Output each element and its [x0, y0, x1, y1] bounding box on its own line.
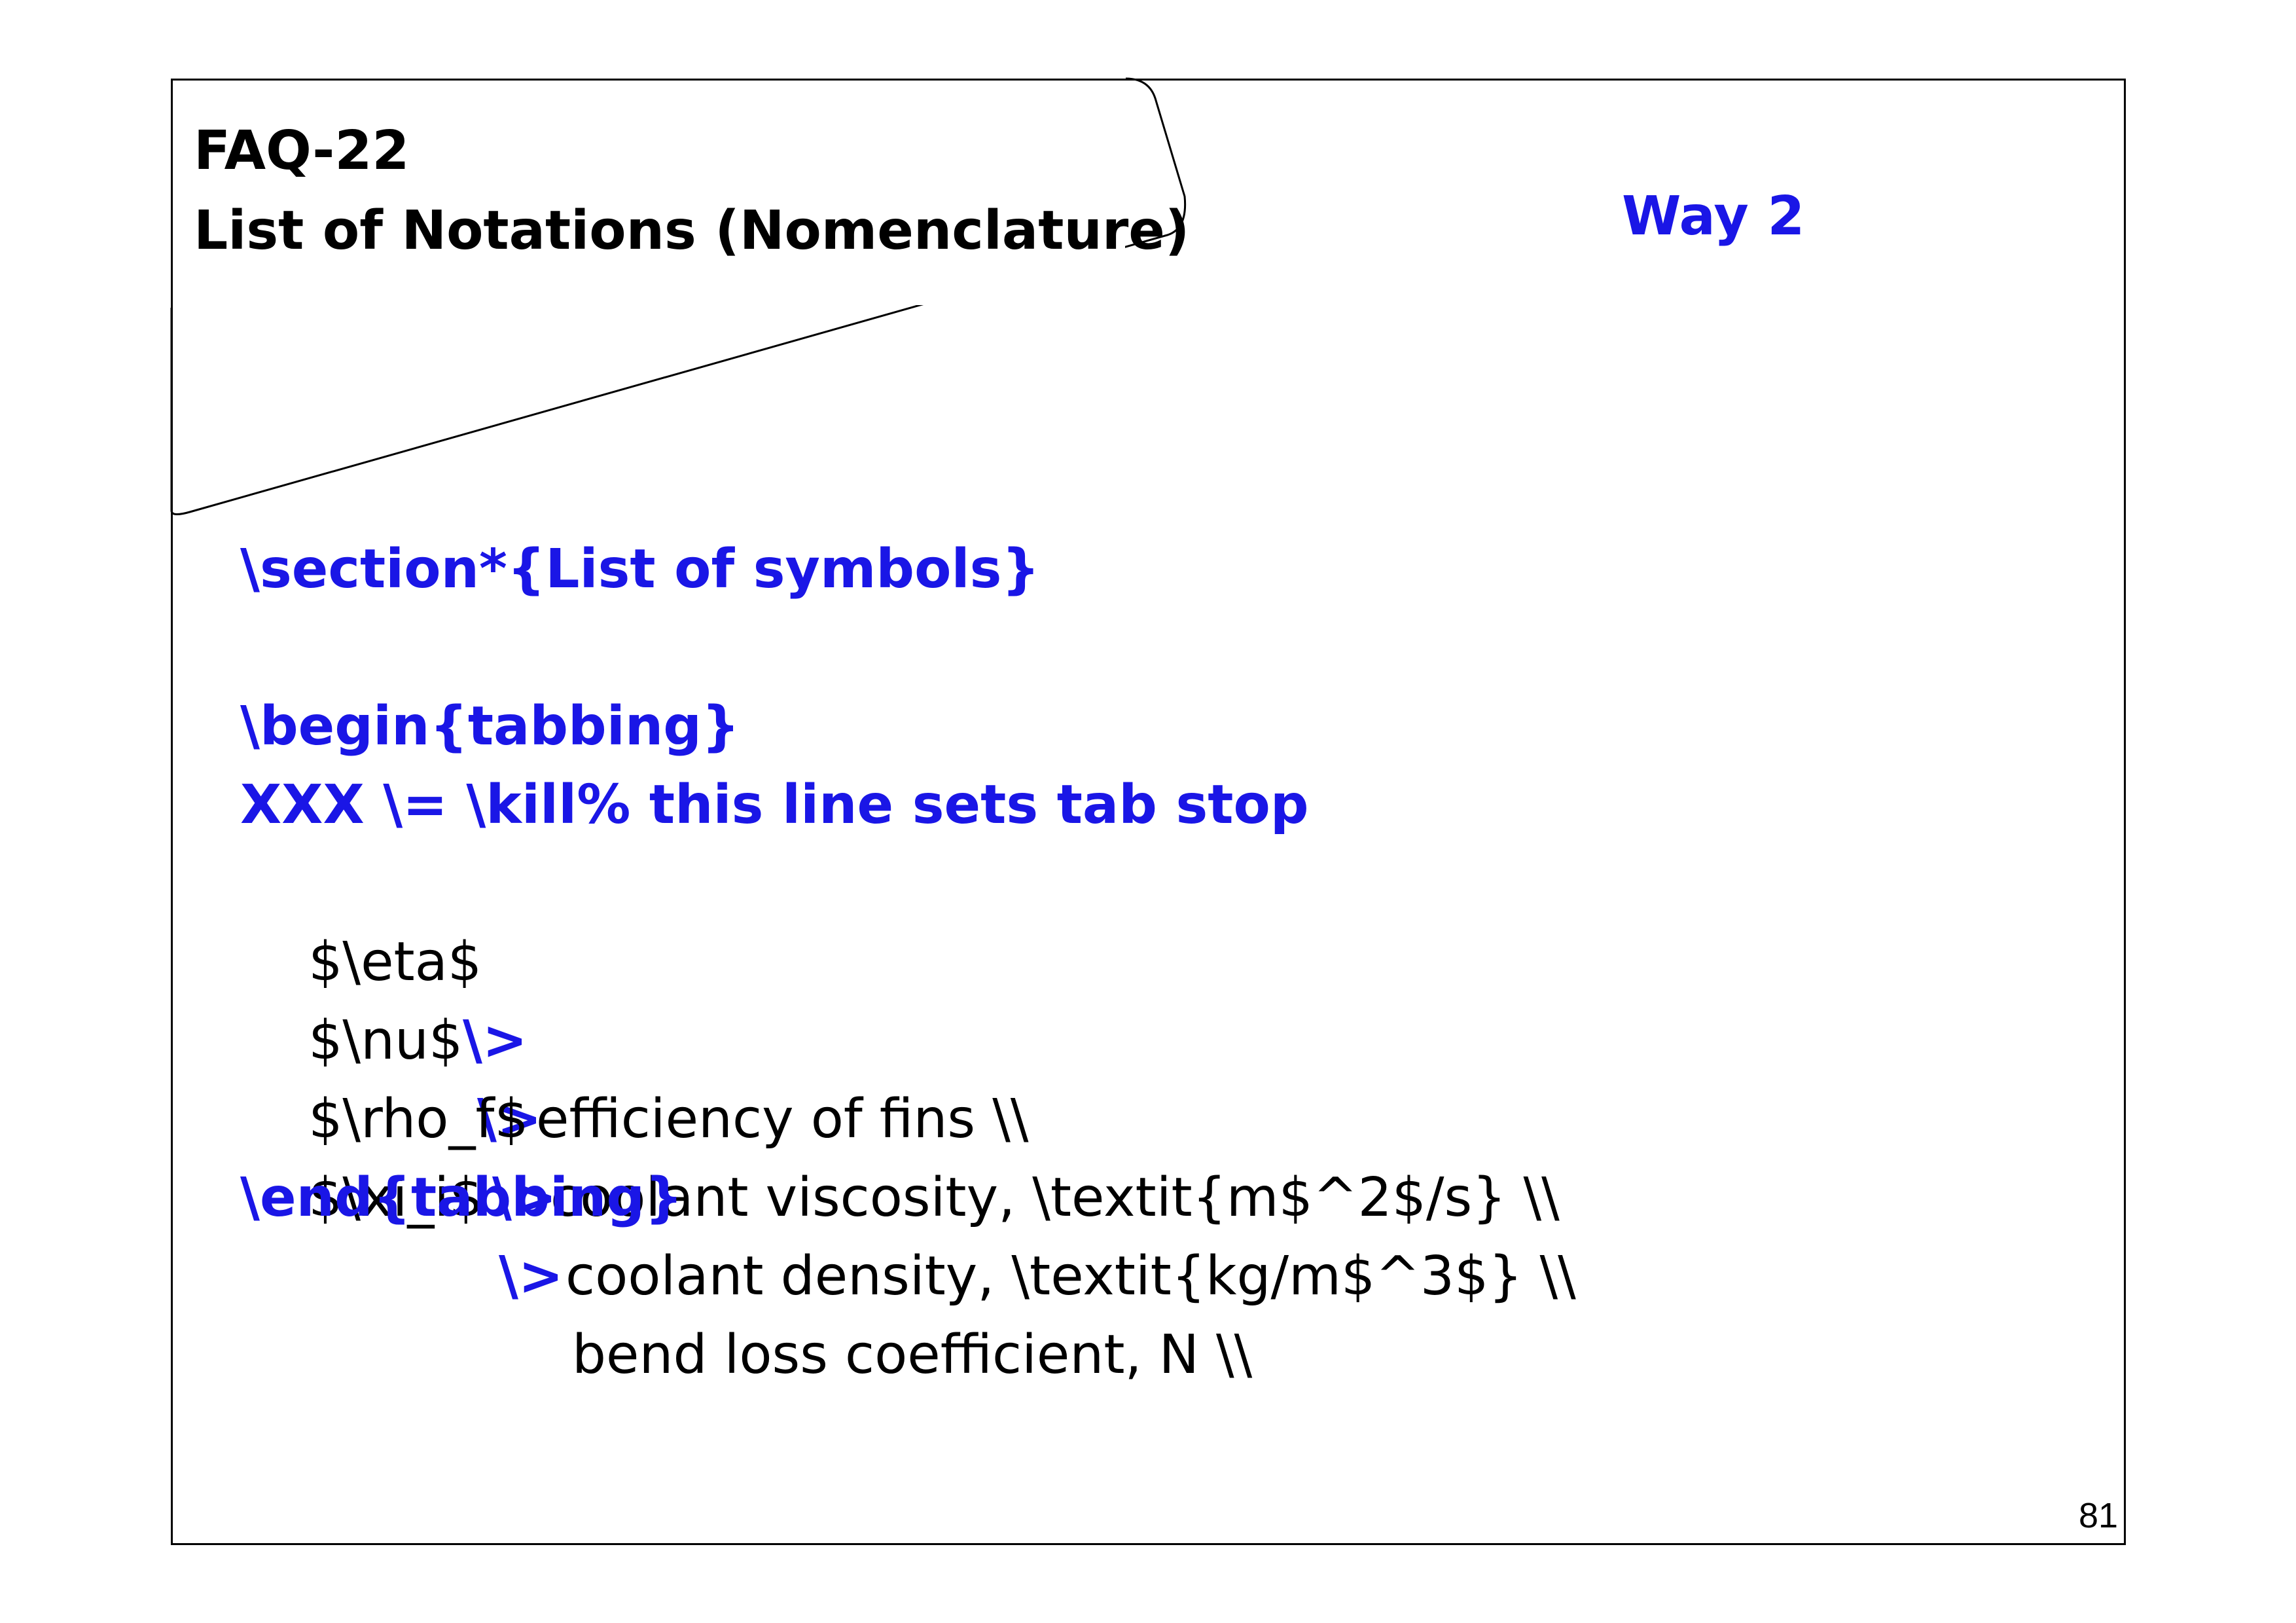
latex-code-block: \section*{List of symbols} \begin{tabbin… — [240, 530, 1576, 1386]
symbol-text: $\eta$ — [308, 931, 482, 993]
slide-header: FAQ-22 List of Notations (Nomenclature) — [194, 111, 1189, 271]
way-label: Way 2 — [1622, 185, 1805, 247]
tab-separator: \> — [463, 1010, 528, 1072]
blank-line — [240, 609, 1309, 687]
symbol-text: $\rho_f$ — [308, 1088, 529, 1150]
symbol-description: bend loss coefficient, N \\ — [572, 1324, 1253, 1386]
tab-separator: \> — [477, 1088, 542, 1150]
page-number: 81 — [2079, 1496, 2119, 1535]
symbol-row: $\xi_i$ \> bend loss coefficient, N \\ — [240, 1080, 1309, 1386]
symbol-text: $\xi_i$ — [308, 1167, 484, 1229]
symbol-row: $\eta$ \> efficiency of fins \\ — [240, 845, 1309, 1150]
tab-separator: \> — [499, 1245, 564, 1307]
kill-line: XXX \= \kill% this line sets tab stop — [240, 774, 1309, 836]
symbol-row: $\rho_f$ \> coolant density, \textit{kg/… — [240, 1002, 1575, 1307]
end-tabbing-line: \end{tabbing} — [240, 1167, 683, 1229]
section-line: \section*{List of symbols} — [240, 538, 1040, 600]
symbol-description: coolant viscosity, \textit{m$^2$/s} \\ — [550, 1167, 1560, 1229]
symbol-description: efficiency of fins \\ — [536, 1088, 1029, 1150]
tab-separator: \> — [492, 1167, 557, 1229]
symbol-description: coolant density, \textit{kg/m$^3$} \\ — [565, 1245, 1576, 1307]
symbol-text: $\nu$ — [308, 1010, 463, 1072]
faq-number: FAQ-22 — [194, 120, 410, 182]
begin-tabbing-line: \begin{tabbing} — [240, 695, 740, 757]
slide-title: List of Notations (Nomenclature) — [194, 200, 1190, 262]
symbol-row: $\nu$ \> coolant viscosity, \textit{m$^2… — [240, 923, 1559, 1229]
